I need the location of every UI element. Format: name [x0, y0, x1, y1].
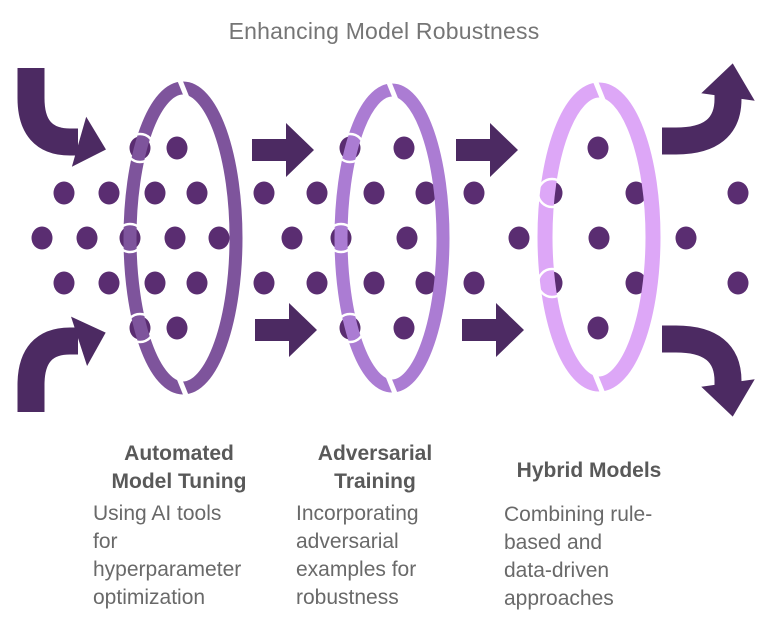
data-dot: [186, 271, 208, 295]
stage-title-line: Training: [334, 470, 416, 493]
stage-description-line: adversarial: [296, 530, 399, 553]
data-dot: [306, 181, 328, 205]
flow-arrow: [462, 303, 524, 357]
stage-description-line: for: [93, 530, 118, 553]
stage-description-line: Combining rule-: [504, 503, 653, 526]
data-dot: [588, 226, 610, 250]
curved-arrow-head: [71, 316, 106, 367]
data-dot: [727, 181, 749, 205]
stage-automated-model-tuning: Automated Model Tuning Using AI tools fo…: [93, 440, 265, 612]
flow-arrow: [252, 123, 314, 177]
ring-split: [589, 72, 609, 108]
stage-hybrid-models: Hybrid Models Combining rule- based and …: [504, 440, 674, 613]
dot-outline: [334, 312, 366, 344]
curved-arrow-head: [701, 63, 755, 101]
data-dot: [463, 271, 485, 295]
data-dot: [393, 316, 415, 340]
data-dot: [587, 136, 609, 160]
dot-outline: [124, 132, 156, 164]
data-dot-behind-ring: [415, 181, 437, 205]
dot-outline: [124, 312, 156, 344]
ring-split: [173, 370, 193, 406]
data-dot: [253, 271, 275, 295]
flow-arrow: [456, 123, 518, 177]
data-dot: [144, 181, 166, 205]
curved-arrow: [17, 68, 78, 156]
ring-split: [382, 368, 402, 404]
dot-outline: [114, 222, 146, 254]
stage-title-line: Model Tuning: [111, 470, 247, 493]
curved-arrow: [662, 325, 742, 386]
dot-outline: [536, 177, 568, 209]
diagram-svg: [17, 63, 755, 417]
page-title: Enhancing Model Robustness: [228, 18, 540, 44]
stage-title-line: Automated: [124, 442, 234, 465]
stage-description-line: approaches: [504, 587, 614, 610]
data-dot: [508, 226, 530, 250]
stage-heading: Automated Model Tuning: [93, 440, 265, 496]
data-dot: [144, 271, 166, 295]
curved-arrow: [17, 327, 78, 412]
data-dot: [166, 316, 188, 340]
data-dot: [98, 181, 120, 205]
data-dot: [363, 271, 385, 295]
data-dot: [76, 226, 98, 250]
data-dot: [31, 226, 53, 250]
stage-description: Incorporating adversarial examples for r…: [296, 500, 454, 612]
data-dot: [306, 271, 328, 295]
stage-description: Combining rule- based and data-driven ap…: [504, 501, 674, 613]
stage-description-line: robustness: [296, 586, 399, 609]
data-dot: [587, 316, 609, 340]
data-dot-behind-ring: [208, 226, 230, 250]
dot-outline: [325, 222, 357, 254]
stage-heading: Adversarial Training: [296, 440, 454, 496]
data-dot: [393, 136, 415, 160]
data-dot: [727, 271, 749, 295]
stage-description-line: Using AI tools: [93, 502, 222, 525]
data-dot: [253, 181, 275, 205]
stage-title-line: Hybrid Models: [516, 459, 662, 482]
data-dot: [164, 226, 186, 250]
data-dot-behind-ring: [625, 271, 647, 295]
dot-outline: [334, 132, 366, 164]
dot-outline: [536, 267, 568, 299]
stage-description-line: hyperparameter: [93, 558, 242, 581]
data-dot: [363, 181, 385, 205]
stage-adversarial-training: Adversarial Training Incorporating adver…: [296, 440, 454, 612]
data-dot: [675, 226, 697, 250]
data-dot: [396, 226, 418, 250]
stage-description-line: data-driven: [504, 559, 610, 582]
stage-description-line: Incorporating: [296, 502, 419, 525]
data-dot: [463, 181, 485, 205]
ring-split: [382, 72, 402, 108]
stage-description: Using AI tools for hyperparameter optimi…: [93, 500, 265, 612]
data-dot-behind-ring: [625, 181, 647, 205]
ring-split: [173, 70, 193, 106]
stage-title-line: Adversarial: [317, 442, 433, 465]
data-dot: [186, 181, 208, 205]
curved-arrow-head: [701, 379, 755, 417]
stage-description-line: optimization: [93, 586, 206, 609]
data-dot: [53, 181, 75, 205]
data-dot: [281, 226, 303, 250]
stage-description-line: based and: [504, 531, 603, 554]
data-dot: [53, 271, 75, 295]
stage-description-line: examples for: [296, 558, 417, 581]
data-dot: [166, 136, 188, 160]
stage-heading: Hybrid Models: [504, 457, 674, 485]
data-dot: [98, 271, 120, 295]
curved-arrow-head: [71, 116, 106, 167]
flow-arrow: [255, 303, 317, 357]
data-dot-behind-ring: [415, 271, 437, 295]
ring-split: [589, 366, 609, 402]
curved-arrow: [662, 94, 742, 155]
